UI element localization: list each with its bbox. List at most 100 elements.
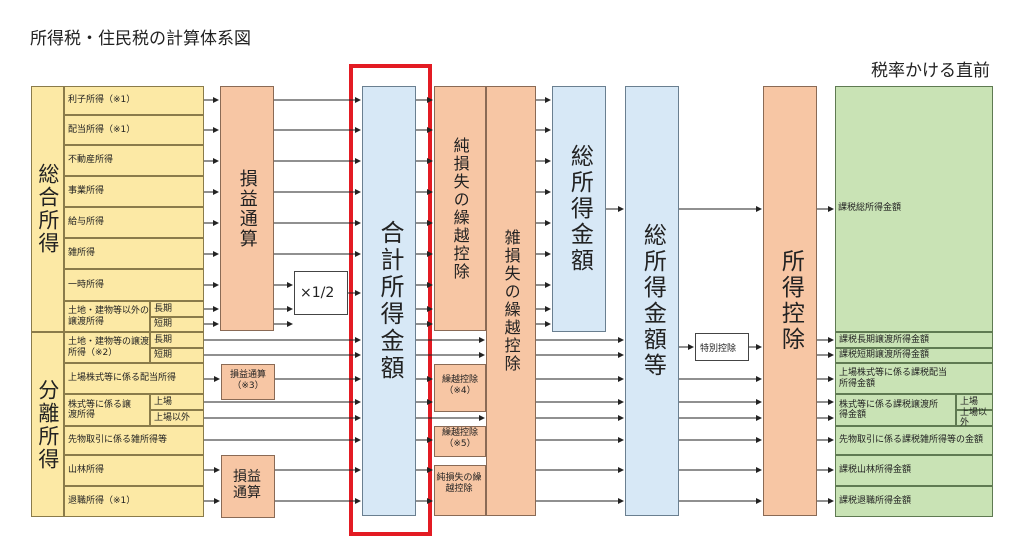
stock-other: 上場以外 (150, 410, 204, 426)
income-row-fudosan: 不動産所得 (64, 145, 204, 176)
result-text: 上場株式等に係る課税配当所得金額 (839, 368, 948, 389)
bunri-group-label: 分離所得 (31, 332, 64, 517)
income-row-land-other: 土地・建物等以外の譲渡所得 (64, 301, 150, 332)
junsonshitsu-2-label: 純損失の繰越控除 (436, 473, 482, 496)
income-label: 事業所得 (68, 186, 105, 197)
income-label: 土地・建物等の譲渡所得（※2） (68, 337, 150, 358)
result-sosho-label: 課税総所得金額 (835, 200, 993, 216)
result-stock: 株式等に係る課税譲渡所得金額 (835, 394, 956, 426)
result-futures: 先物取引に係る課税雑所得等の金額 (835, 426, 993, 455)
income-label: 給与所得 (68, 217, 105, 228)
sogo-group-text: 総合所得 (35, 163, 60, 255)
kurikoshi-5-box (434, 426, 486, 457)
result-text: 上場以外 (960, 407, 988, 428)
other-label: 上場以外 (154, 412, 191, 423)
income-row-stock: 株式等に係る譲渡所得 (64, 394, 150, 426)
income-row-rishi: 利子所得（※1） (64, 86, 204, 115)
income-row-forest: 山林所得 (64, 455, 204, 486)
sonneki-tsusan-sanrin-text: 損益通算 (233, 469, 261, 502)
income-row-haito: 配当所得（※1） (64, 115, 204, 145)
income-label: 退職所得（※1） (68, 496, 136, 507)
long-label: 長期 (154, 334, 173, 345)
gokei-shotoku-label: 合計所得金額 (362, 86, 416, 516)
result-short: 課税短期譲渡所得金額 (835, 348, 993, 363)
sosho-box: 総所得金額 (552, 86, 606, 332)
income-label: 先物取引に係る雑所得等 (68, 435, 168, 446)
income-row-kyuyo: 給与所得 (64, 207, 204, 238)
result-text: 上場 (960, 396, 979, 407)
kurikoshi-4-label: 繰越控除（※4） (434, 375, 486, 397)
income-row-retirement: 退職所得（※1） (64, 486, 204, 517)
result-stock-listed: 上場 (956, 394, 993, 410)
result-long: 課税長期譲渡所得金額 (835, 332, 993, 348)
short-label: 短期 (154, 319, 173, 330)
income-label: 土地・建物等以外の譲渡所得 (68, 306, 150, 327)
result-text: 課税長期譲渡所得金額 (839, 334, 930, 345)
zatsu-sonshitsu-box: 雑損失の繰越控除 (486, 86, 536, 516)
half-label: ×1/2 (300, 285, 335, 301)
diagram-title: 所得税・住民税の計算体系図 (30, 29, 251, 49)
income-row-listed-dividend: 上場株式等に係る配当所得 (64, 363, 204, 394)
sogo-group-label: 総合所得 (31, 86, 64, 332)
income-row-jigyo: 事業所得 (64, 176, 204, 207)
soshoto-box: 総所得金額等 (625, 86, 679, 516)
zatsu-sonshitsu-label: 雑損失の繰越控除 (501, 229, 521, 373)
sonneki-tsusan-label: 損益通算 (236, 168, 258, 249)
result-retirement: 課税退職所得金額 (835, 486, 993, 517)
result-dividend: 上場株式等に係る課税配当所得金額 (835, 363, 993, 394)
result-text: 先物取引に係る課税雑所得等の金額 (839, 435, 984, 446)
kurikoshi-5-label: 繰越控除（※5） (434, 428, 486, 450)
land-short: 短期 (150, 348, 204, 363)
income-row-futures: 先物取引に係る雑所得等 (64, 426, 204, 455)
result-forest: 課税山林所得金額 (835, 455, 993, 486)
income-row-zatsu: 雑所得 (64, 238, 204, 269)
kurikoshi-4-box (434, 364, 486, 412)
income-label: 配当所得（※1） (68, 124, 136, 135)
junsonshitsu-2-box (434, 465, 486, 516)
highlight-frame (349, 64, 432, 536)
income-row-land: 土地・建物等の譲渡所得（※2） (64, 332, 150, 363)
income-label: 株式等に係る譲渡所得 (68, 399, 132, 420)
result-text: 課税退職所得金額 (839, 496, 912, 507)
sonneki-tsusan-3-label: 損益通算（※3） (221, 370, 275, 392)
junsonshitsu-box: 純損失の繰越控除 (434, 86, 486, 331)
soshoto-label: 総所得金額等 (639, 223, 666, 379)
income-label: 不動産所得 (68, 155, 114, 166)
half-box (294, 271, 348, 315)
bunri-group-box (31, 332, 64, 517)
listed-label: 上場 (154, 396, 173, 407)
long-label: 長期 (154, 303, 173, 314)
result-text: 課税総所得金額 (838, 202, 902, 213)
income-label: 利子所得（※1） (68, 95, 136, 106)
sosho-label: 総所得金額 (566, 144, 593, 274)
kurikoshi-4-text: 繰越控除（※4） (441, 375, 478, 396)
tokubetsu-label: 特別控除 (700, 344, 737, 354)
income-label: 上場株式等に係る配当所得 (68, 373, 177, 384)
diagram-subtitle: 税率かける直前 (871, 61, 990, 81)
income-label: 一時所得 (68, 279, 105, 290)
result-text: 課税短期譲渡所得金額 (839, 350, 930, 361)
stock-listed: 上場 (150, 394, 204, 410)
result-text: 株式等に係る課税譲渡所得金額 (839, 399, 939, 420)
land-long: 長期 (150, 332, 204, 348)
gokei-shotoku-text: 合計所得金額 (375, 220, 404, 382)
tokubetsu-box (695, 333, 749, 361)
shotoku-kojo-box: 所得控除 (763, 86, 817, 516)
shotoku-kojo-label: 所得控除 (777, 249, 804, 353)
income-row-ichiji: 一時所得 (64, 269, 204, 301)
sogo-group-box (31, 86, 64, 332)
result-stock-other: 上場以外 (956, 407, 993, 428)
result-text: 課税山林所得金額 (839, 465, 912, 476)
short-label: 短期 (154, 350, 173, 361)
result-sosho (835, 86, 993, 332)
income-label: 山林所得 (68, 465, 105, 476)
land-other-long: 長期 (150, 301, 204, 317)
income-label: 雑所得 (68, 248, 96, 259)
junsonshitsu-label: 純損失の繰越控除 (450, 136, 470, 281)
sonneki-tsusan-box: 損益通算 (220, 86, 274, 331)
sonneki-tsusan-3-box (221, 364, 275, 400)
kurikoshi-5-text: 繰越控除（※5） (441, 428, 478, 449)
gokei-shotoku-box (362, 86, 416, 516)
sonneki-tsusan-sanrin-box (221, 455, 275, 518)
